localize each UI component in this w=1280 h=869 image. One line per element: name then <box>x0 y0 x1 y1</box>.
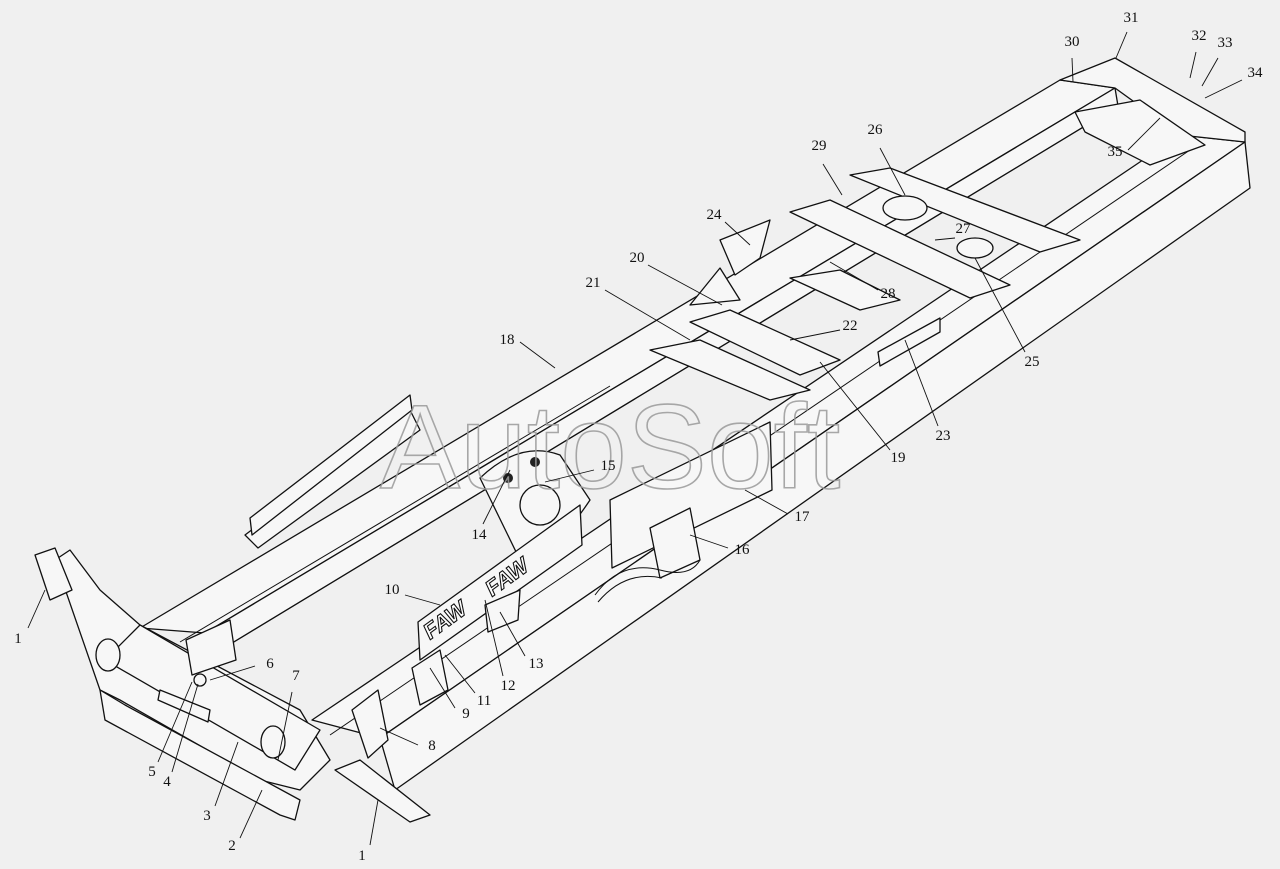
leader-line-12 <box>484 599 504 677</box>
leader-line-13 <box>499 611 526 657</box>
callout-label-19: 19 <box>891 450 906 466</box>
crossmembers <box>649 167 1081 401</box>
callout-label-30: 30 <box>1065 34 1080 50</box>
callout-label-22: 22 <box>843 318 858 334</box>
callout-label-14: 14 <box>472 527 488 543</box>
leader-line-15 <box>544 469 595 483</box>
leader-line-9 <box>429 667 456 709</box>
callout-label-29: 29 <box>812 138 827 154</box>
leader-line-24 <box>724 221 751 246</box>
callout-label-24: 24 <box>707 207 723 223</box>
leader-line-32 <box>1189 51 1197 79</box>
leader-line-14 <box>482 469 511 525</box>
leader-line-2 <box>239 789 263 839</box>
callout-label-4: 4 <box>163 774 171 790</box>
leader-line-4 <box>171 683 199 773</box>
callout-label-5: 5 <box>148 764 156 780</box>
callout-label-3: 3 <box>203 808 211 824</box>
crossmember-28 <box>789 269 901 311</box>
callout-label-26: 26 <box>868 122 884 138</box>
leader-line-1 <box>27 589 46 629</box>
callout-label-16: 16 <box>735 542 751 558</box>
callout-label-17: 17 <box>795 509 811 525</box>
leader-line-34 <box>1204 79 1243 99</box>
callout-label-7: 7 <box>292 668 300 684</box>
bracket-front-left <box>185 619 237 676</box>
leader-line-26 <box>879 147 906 196</box>
leader-line-1 <box>369 799 379 846</box>
bracket-8 <box>351 689 389 759</box>
callout-label-27: 27 <box>956 221 972 237</box>
callout-label-28: 28 <box>881 286 896 302</box>
leader-line-31 <box>1115 31 1128 59</box>
leader-line-8 <box>379 727 419 746</box>
callout-label-15: 15 <box>601 458 616 474</box>
leader-line-22 <box>789 329 841 341</box>
callout-label-10: 10 <box>385 582 400 598</box>
leader-line-3 <box>214 741 239 807</box>
callout-label-21: 21 <box>586 275 601 291</box>
leader-line-29 <box>822 163 843 196</box>
leader-line-25 <box>974 257 1026 353</box>
callout-label-6: 6 <box>266 656 274 672</box>
callout-label-23: 23 <box>936 428 951 444</box>
crossmember-29 <box>789 199 1011 299</box>
leader-line-19 <box>819 361 891 451</box>
crossmember-22 <box>689 309 841 376</box>
callout-label-18: 18 <box>500 332 515 348</box>
callout-label-31: 31 <box>1124 10 1139 26</box>
leader-line-18 <box>519 341 556 369</box>
leader-line-16 <box>689 534 729 549</box>
leader-line-5 <box>157 681 193 763</box>
leader-line-33 <box>1201 57 1219 87</box>
callout-label-25: 25 <box>1025 354 1040 370</box>
watermark: AutoSoft <box>380 380 840 514</box>
callout-layer: 1123456789101112131415161718192021222324… <box>14 10 1263 864</box>
callout-label-8: 8 <box>428 738 436 754</box>
leader-line-20 <box>647 264 723 306</box>
callout-label-34: 34 <box>1248 65 1264 81</box>
leader-line-11 <box>444 654 476 694</box>
callout-label-12: 12 <box>501 678 516 694</box>
bracket-9 <box>411 649 449 706</box>
leader-line-23 <box>904 339 939 427</box>
spring-brackets <box>185 507 701 759</box>
callout-label-9: 9 <box>462 706 470 722</box>
bracket-13 <box>484 589 521 633</box>
leader-line-27 <box>934 237 956 241</box>
callout-label-20: 20 <box>630 250 645 266</box>
leader-line-30 <box>1071 57 1074 83</box>
callout-label-32: 32 <box>1192 28 1207 44</box>
leader-line-35 <box>1127 117 1161 151</box>
crossmember-21 <box>649 339 811 401</box>
callout-label-13: 13 <box>529 656 544 672</box>
callout-label-35: 35 <box>1108 144 1123 160</box>
leader-line-10 <box>404 594 441 606</box>
callout-label-33: 33 <box>1218 35 1233 51</box>
callout-label-1: 1 <box>14 631 22 647</box>
side-panel-18b <box>249 394 413 536</box>
plate-26 <box>882 195 928 221</box>
leader-line-6 <box>209 665 256 681</box>
callout-label-2: 2 <box>228 838 236 854</box>
callout-label-1: 1 <box>358 848 366 864</box>
callout-label-11: 11 <box>477 693 491 709</box>
leader-line-21 <box>604 289 691 341</box>
crossmember-27 <box>849 167 1081 253</box>
leader-line-17 <box>744 489 789 515</box>
leader-line-28 <box>829 261 879 291</box>
rear-end-crossmember <box>1059 57 1246 166</box>
right-rail-web <box>379 141 1251 791</box>
leader-line-7 <box>277 691 293 761</box>
